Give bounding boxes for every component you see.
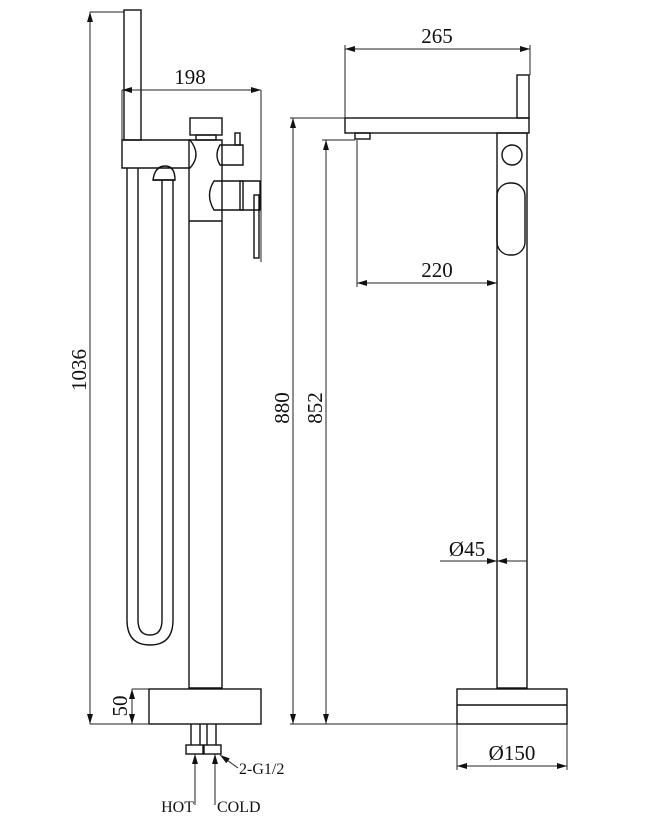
hot-label: HOT [161, 799, 194, 816]
spout-height-label: 880 [270, 392, 294, 424]
cold-nut [203, 744, 222, 755]
knob-pin [234, 132, 241, 146]
base-height-label: 50 [108, 696, 132, 717]
spout [344, 117, 530, 134]
mixer-lever [496, 182, 526, 256]
overall-height-label: 1036 [67, 349, 91, 391]
hot-nut [185, 744, 204, 755]
supply-pipes [190, 724, 217, 745]
handle-reach-label: 198 [174, 65, 206, 89]
shower-holder-body [121, 139, 197, 169]
floor-base [148, 688, 262, 725]
diverter-cap [189, 117, 223, 136]
mixer-body [208, 180, 261, 211]
cold-label: COLD [217, 799, 261, 816]
floor-base [456, 688, 568, 725]
hose-connector [152, 165, 176, 181]
column-diameter-label: Ø45 [449, 537, 485, 561]
column [496, 132, 528, 689]
front-view: 265 880 852 220 Ø45 Ø150 [270, 24, 568, 770]
spout-length-label: 265 [421, 24, 453, 48]
connection-label: 2-G1/2 [239, 761, 284, 778]
spout-outlet [354, 132, 371, 140]
control-knob [501, 144, 523, 166]
outlet-height-label: 852 [303, 392, 327, 424]
hand-shower [123, 9, 142, 141]
side-view: 1036 198 50 2-G1/2 HOT COLD [67, 9, 284, 816]
base-diameter-label: Ø150 [489, 741, 536, 765]
spout-reach-label: 220 [421, 258, 453, 282]
hand-shower [516, 74, 530, 119]
column [188, 139, 223, 689]
diverter-stem [195, 134, 217, 141]
control-knob [216, 144, 244, 166]
mixer-ring [239, 180, 244, 211]
connection-leader [219, 754, 239, 769]
shower-hose [126, 168, 175, 646]
mixer-lever [253, 194, 260, 259]
